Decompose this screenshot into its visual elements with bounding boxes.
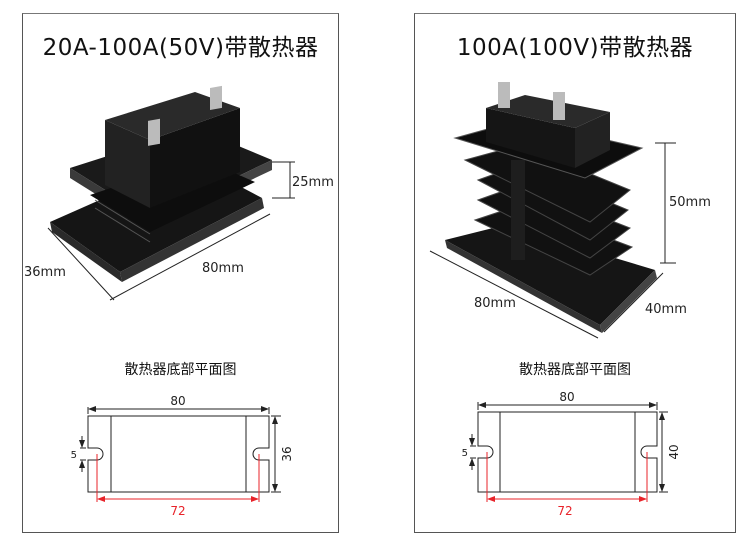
right-plan-spacing-label: 72 [557,504,572,518]
left-height-label: 25mm [292,175,334,190]
right-panel-title: 100A(100V)带散热器 [456,35,694,61]
left-width-dimension [47,227,115,301]
right-bottom-plan [469,402,668,502]
left-length-label: 80mm [202,261,244,276]
left-plan-length-label: 80 [170,394,185,408]
left-panel-title: 20A-100A(50V)带散热器 [42,35,319,61]
right-plan-slot-label: 5 [462,448,468,459]
right-height-label: 50mm [669,195,711,210]
right-plan-length-label: 80 [559,390,574,404]
left-length-dimension [109,213,271,301]
left-plan-title: 散热器底部平面图 [124,362,237,378]
right-product-panel: 100A(100V)带散热器 散热器底部平面图 [414,13,736,533]
right-plan-width-label: 40 [667,444,681,459]
left-plan-slot-label: 5 [71,450,77,461]
left-plan-spacing-label: 72 [170,504,185,518]
right-width-label: 40mm [645,302,687,317]
right-width-dimension [603,272,664,333]
right-heatsink-image [445,82,657,333]
left-bottom-plan [79,406,281,502]
left-height-dimension [272,161,295,199]
right-height-dimension [655,142,676,264]
left-heatsink-image [50,85,272,282]
right-length-dimension [429,250,599,339]
right-plan-title: 散热器底部平面图 [519,362,631,378]
left-plan-width-label: 36 [280,446,294,461]
left-width-label: 36mm [24,265,66,280]
right-length-label: 80mm [474,296,516,311]
